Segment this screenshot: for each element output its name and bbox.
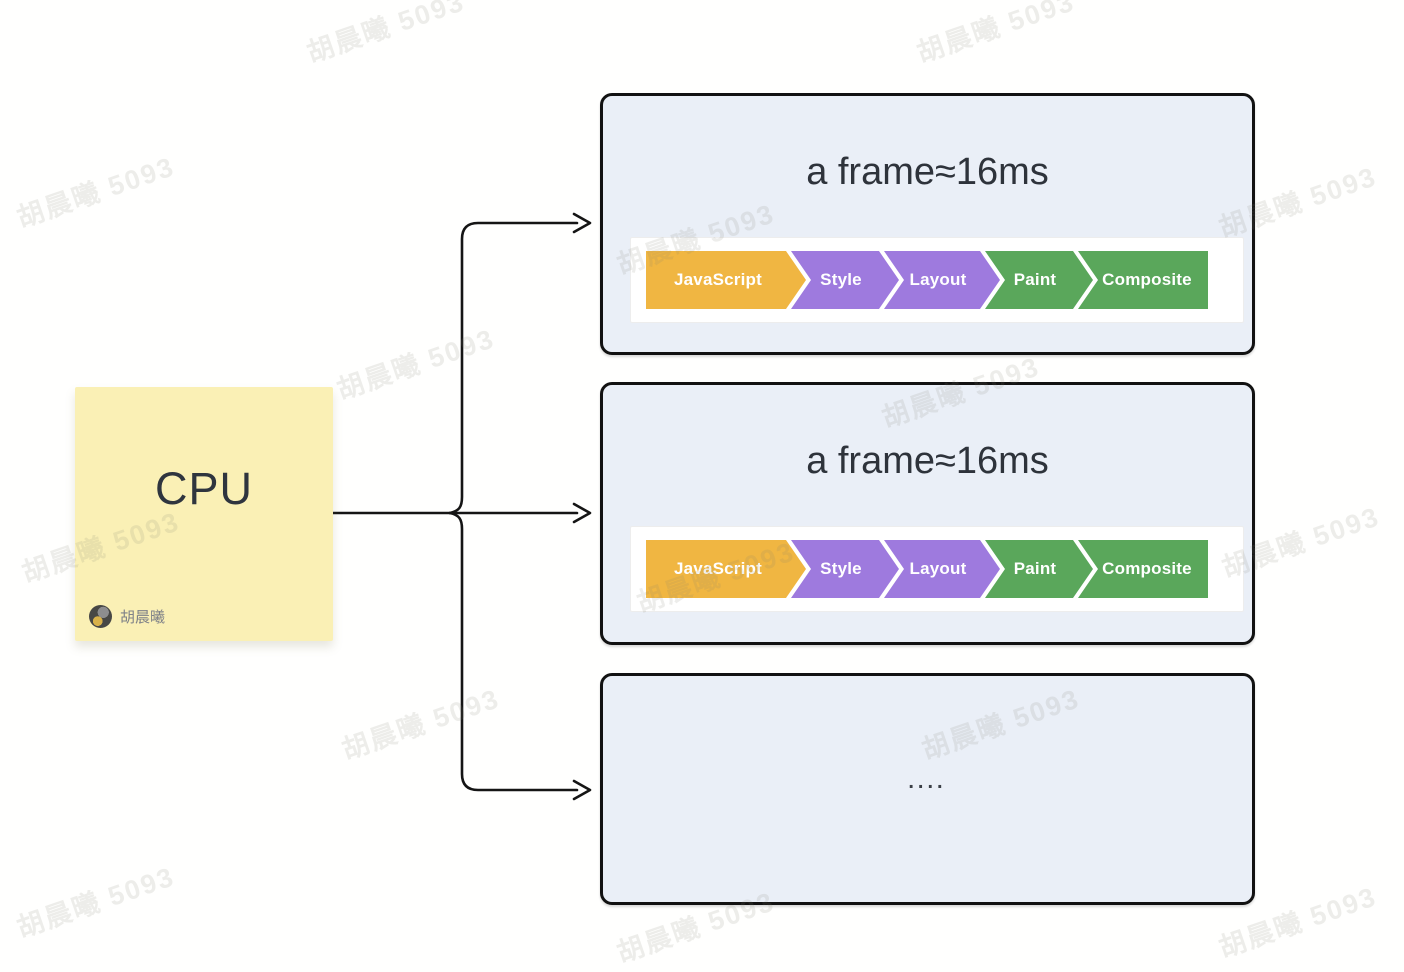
ellipsis-label: ....	[908, 771, 947, 793]
stage-label: Layout	[909, 559, 967, 578]
author-avatar-icon	[89, 605, 112, 628]
pipeline-stage-style: Style	[791, 540, 899, 598]
stage-label: Style	[820, 559, 862, 578]
pipeline-strip: JavaScript Style Layout Paint Composite	[630, 237, 1244, 323]
frame-box-2: a frame≈16ms JavaScript Style Layout Paint C…	[600, 382, 1255, 645]
pipeline-stage-javascript: JavaScript	[646, 251, 806, 309]
stage-label: JavaScript	[674, 559, 762, 578]
pipeline-stage-layout: Layout	[884, 251, 1000, 309]
pipeline-strip: JavaScript Style Layout Paint Composite	[630, 526, 1244, 612]
frame-box-3: ....	[600, 673, 1255, 905]
arrowhead-mid	[572, 502, 592, 524]
arrow-up-branch	[448, 221, 579, 515]
pipeline-stage-composite: Composite	[1078, 540, 1208, 598]
pipeline-stage-paint: Paint	[985, 251, 1093, 309]
stage-label: Paint	[1013, 559, 1057, 578]
pipeline-stage-composite: Composite	[1078, 251, 1208, 309]
stage-label: Composite	[1102, 270, 1192, 289]
arrow-down-branch	[448, 511, 579, 792]
frame-box-1: a frame≈16ms JavaScript Style Layout Paint C…	[600, 93, 1255, 355]
frame-title: a frame≈16ms	[806, 151, 1049, 193]
stage-label: JavaScript	[674, 270, 762, 289]
author-badge: 胡晨曦	[89, 605, 165, 628]
arrowhead-bottom	[572, 779, 592, 801]
cpu-node: CPU 胡晨曦	[75, 387, 333, 641]
pipeline-row: JavaScript Style Layout Paint Composite	[646, 540, 1208, 598]
pipeline-stage-layout: Layout	[884, 540, 1000, 598]
stage-label: Style	[820, 270, 862, 289]
stage-label: Layout	[909, 270, 967, 289]
frame-title: a frame≈16ms	[806, 440, 1049, 482]
pipeline-row: JavaScript Style Layout Paint Composite	[646, 251, 1208, 309]
cpu-label: CPU	[154, 463, 253, 514]
pipeline-stage-style: Style	[791, 251, 899, 309]
arrowhead-top	[572, 212, 592, 234]
stage-label: Paint	[1013, 270, 1057, 289]
stage-label: Composite	[1102, 559, 1192, 578]
author-name: 胡晨曦	[120, 609, 166, 626]
pipeline-stage-paint: Paint	[985, 540, 1093, 598]
pipeline-stage-javascript: JavaScript	[646, 540, 806, 598]
